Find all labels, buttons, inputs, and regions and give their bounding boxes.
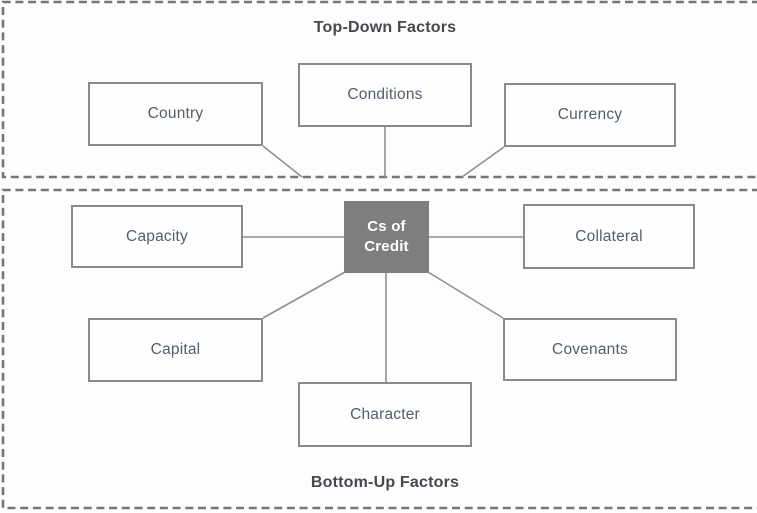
- node-capital: Capital: [88, 318, 263, 382]
- connector-covenants: [427, 271, 504, 319]
- node-conditions: Conditions: [298, 63, 472, 127]
- node-collateral: Collateral: [523, 204, 695, 269]
- node-capacity-label: Capacity: [126, 227, 188, 245]
- node-collateral-label: Collateral: [575, 227, 643, 245]
- node-cs-of-credit: Cs of Credit: [344, 201, 429, 273]
- connector-country: [262, 145, 303, 178]
- connector-currency: [461, 146, 505, 178]
- connector-capital: [262, 271, 346, 319]
- bottom-section-dashed-border: [1, 188, 757, 510]
- top-section-title: Top-Down Factors: [313, 19, 457, 36]
- node-cs-of-credit-label-line1: Cs of: [367, 217, 406, 235]
- node-character-label: Character: [350, 405, 420, 423]
- node-currency-label: Currency: [557, 106, 623, 123]
- top-section-dashed-border: [1, 0, 757, 179]
- node-country: Country: [88, 82, 263, 146]
- node-covenants: Covenants: [503, 318, 677, 381]
- node-cs-of-credit-label-line2: Credit: [364, 238, 409, 255]
- node-country-label: Country: [147, 105, 204, 122]
- node-covenants-label: Covenants: [552, 340, 628, 358]
- node-conditions-label: Conditions: [347, 86, 423, 103]
- node-capital-label: Capital: [150, 341, 201, 358]
- bottom-section-title: Bottom-Up Factors: [310, 474, 460, 491]
- node-character: Character: [298, 382, 472, 447]
- node-currency: Currency: [504, 83, 676, 147]
- node-capacity: Capacity: [71, 205, 243, 268]
